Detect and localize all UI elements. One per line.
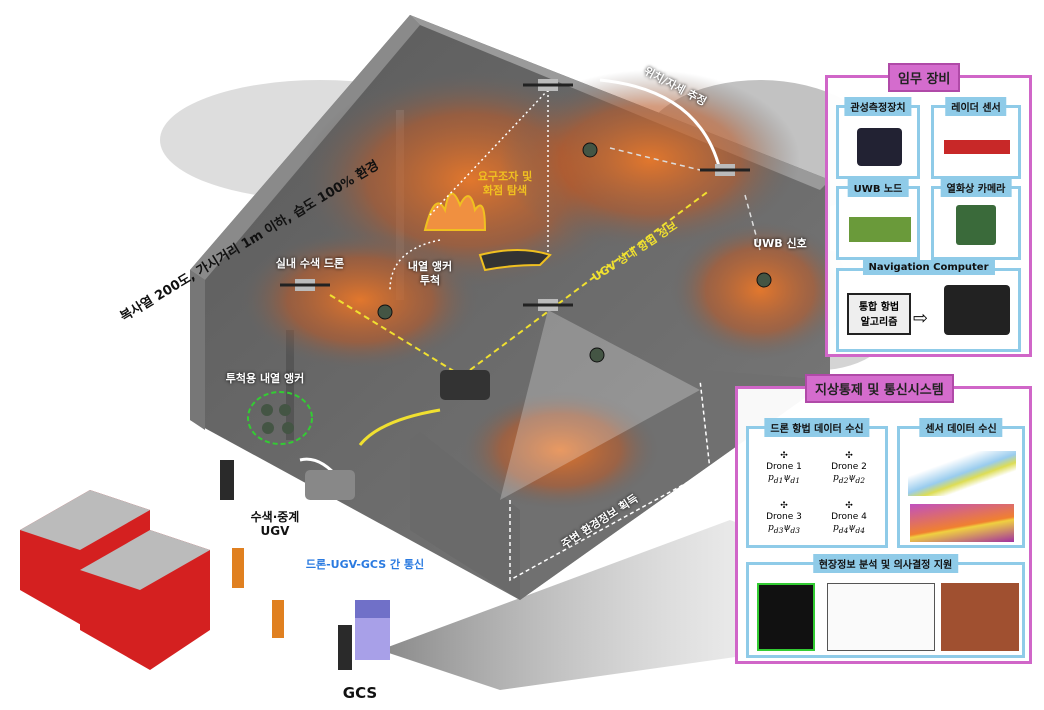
imu-title: 관성측정장치 — [844, 97, 912, 116]
nav-computer-title: Navigation Computer — [862, 260, 995, 275]
nav-algorithm-box: 통합 항법 알고리즘 — [847, 293, 911, 335]
drone-icon: ✣ — [780, 501, 788, 511]
jetson-board-icon — [944, 285, 1010, 335]
uwb-signal-label: UWB 신호 — [753, 237, 807, 250]
sensor-cone — [500, 310, 700, 500]
imu-device-icon — [857, 128, 902, 166]
thermal-camera-box: 열화상 카메라 — [931, 178, 1021, 260]
radar-title: 레이더 센서 — [945, 97, 1007, 116]
drone-data-title: 드론 항법 데이터 수신 — [764, 418, 870, 437]
flame — [423, 192, 487, 231]
uwb-title: UWB 노드 — [847, 178, 909, 197]
imu-box: 관성측정장치 — [836, 97, 920, 179]
victim-search-label: 요구조자 및 화점 탐색 — [477, 170, 533, 197]
ground-control-title: 지상통제 및 통신시스템 — [805, 374, 954, 403]
drone-icon: ✣ — [780, 451, 788, 461]
fire-trucks — [20, 490, 210, 670]
ugv-label: 수색·중계 UGV — [250, 510, 300, 538]
radar-box: 레이더 센서 — [931, 97, 1021, 179]
radar-board-icon — [944, 140, 1010, 154]
fire-glow — [240, 70, 850, 510]
gcs-label: GCS — [342, 684, 378, 702]
thermal-image — [910, 504, 1014, 542]
gcs-station — [338, 600, 390, 670]
point-cloud-plot — [908, 451, 1016, 496]
anchor-icon — [282, 422, 294, 434]
thermal-camera-icon — [956, 205, 996, 245]
ugv-icon — [305, 470, 355, 500]
anchor-icon — [377, 304, 393, 320]
uwb-box: UWB 노드 — [836, 178, 920, 260]
paths — [247, 78, 761, 582]
sensor-data-box: 센서 데이터 수신 — [897, 418, 1025, 548]
drone-icon: ✣ — [845, 451, 853, 461]
ugv-icon — [440, 370, 490, 400]
drone-icon: ✣ — [845, 501, 853, 511]
sensor-data-title: 센서 데이터 수신 — [919, 418, 1003, 437]
anchor-icon — [582, 142, 598, 158]
anchor-icon — [262, 422, 274, 434]
victim-outline — [478, 249, 552, 272]
nav-computer-box: Navigation Computer 통합 항법 알고리즘 ⇨ — [836, 260, 1021, 352]
scene-photo — [941, 583, 1019, 651]
firefighters — [220, 460, 284, 638]
arrow-right-icon: ⇨ — [913, 308, 929, 329]
anchor-icon — [756, 272, 772, 288]
comm-label: 드론-UGV-GCS 간 통신 — [305, 558, 425, 571]
drone-icon — [280, 279, 330, 291]
indoor-drone-label: 실내 수색 드론 — [275, 257, 345, 270]
drone-icon — [523, 79, 573, 91]
mission-equipment-panel: 관성측정장치 레이더 센서 UWB 노드 열화상 카메라 Navigation … — [825, 63, 1032, 357]
anchor-throw-label: 내열 앵커 투척 — [407, 260, 453, 287]
drone-icon — [700, 164, 750, 176]
drones — [261, 79, 772, 500]
floorplan-path-image — [827, 583, 935, 651]
lidar-map-image — [757, 583, 815, 651]
analysis-box: 현장정보 분석 및 의사결정 지원 — [746, 554, 1025, 658]
anchor-icon — [589, 347, 605, 363]
mission-equipment-title: 임무 장비 — [888, 63, 961, 92]
uwb-module-icon — [849, 217, 911, 242]
drone-icon — [523, 299, 573, 311]
anchor-icon — [279, 404, 291, 416]
analysis-title: 현장정보 분석 및 의사결정 지원 — [812, 554, 959, 573]
gcs-view-beam — [380, 520, 1000, 690]
anchor-icon — [261, 404, 273, 416]
thermal-camera-title: 열화상 카메라 — [940, 178, 1012, 197]
throw-anchor-label: 투척용 내열 앵커 — [225, 372, 305, 385]
